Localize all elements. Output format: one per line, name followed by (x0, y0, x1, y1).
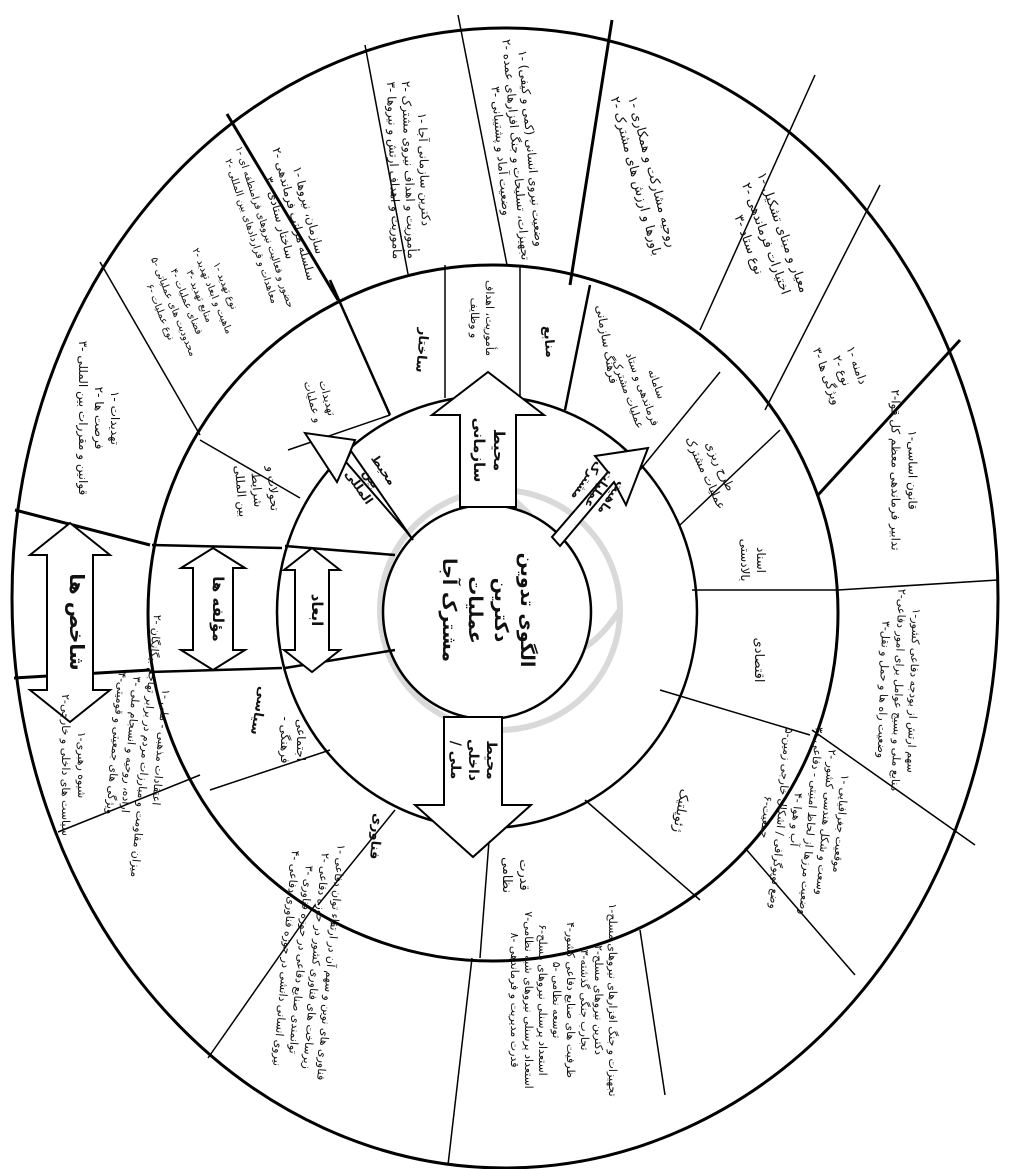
indicator-line: ۴-ظرفیت های صنایع دفاعی کشور (564, 922, 577, 1078)
org-environment-arrow (429, 370, 547, 508)
inner-dividers (149, 265, 838, 959)
svg-text:بین المللی: بین المللی (231, 465, 250, 518)
component-socio-cultural: اجتماعی - فرهنگی (277, 716, 308, 763)
svg-text:سازمانی: سازمانی (470, 418, 488, 483)
legend-arrows (27, 521, 343, 724)
svg-text:داخلی: داخلی (465, 739, 481, 781)
indicator-line: ۸- قدرت مدیریت و فرماندهی (508, 933, 521, 1068)
indicator-line: ۷-استعداد پرسنلی نیروهای شبه نظامی (522, 911, 535, 1088)
indicator-line: ۱-سهم ارتش از بودجه دفاعی کشور (904, 608, 923, 773)
svg-text:بالادستی: بالادستی (738, 539, 752, 582)
core-line-2: دکترین (490, 578, 512, 643)
indicator-line: ۲- مأموریت و اهداف نیروی مشترک (398, 81, 421, 259)
outer-ring (10, 26, 1000, 1169)
core-line-1: الگوی تدوین (516, 553, 539, 668)
component-resources: منابع (540, 325, 558, 358)
svg-text:قدرت: قدرت (516, 859, 531, 891)
indicator-line: ۲- فرصت ها (91, 387, 106, 450)
indicators-technology: ۱- فناوری های نوین و سهم آن در ارتقاء تو… (270, 844, 349, 1081)
component-joint-planning: طرح ریزی عملیات مشترک (682, 434, 738, 512)
indicator-line: ۶-جمعیت (758, 795, 775, 838)
dimensions-arrow (281, 546, 343, 674)
component-intl-conditions: تحولات و شرایط بین المللی (231, 464, 282, 518)
indicator-line: ۲-دکترین نیروهای مسلح (592, 945, 605, 1055)
core-title: الگوی تدوین دکترین عملیات مشترک آجا (438, 553, 539, 668)
intl-environment-arrow (302, 431, 414, 541)
domestic-environment-arrow (412, 716, 534, 859)
indicators-arrow (27, 521, 113, 724)
component-command-system: سامانه فرماندهی و ستاد عملیات مشترک (610, 351, 668, 431)
components-label: مؤلفه ها (209, 576, 227, 641)
indicator-line: ۶-استعداد پرسنلی نیروهای مسلح (536, 924, 549, 1075)
component-technology: فناوری (366, 813, 385, 860)
operations-nature-arrow (550, 446, 650, 548)
indicator-line: ۵- توسعه نظامی (550, 962, 563, 1039)
dimensions-label: ابعاد (308, 594, 326, 627)
component-geopolitics: ژئوپلتیک (669, 788, 691, 834)
core-line-4: مشترک آجا (438, 558, 462, 662)
svg-text:اجتماعی: اجتماعی (294, 719, 308, 761)
svg-text:- فرهنگی: - فرهنگی (277, 716, 292, 763)
component-threats-ops: تهدیدات و عملیات (301, 379, 338, 424)
component-military-power: قدرت نظامی (499, 857, 531, 893)
svg-text:محیط: محیط (483, 740, 499, 779)
svg-text:و وظایف: و وظایف (468, 298, 481, 339)
components-ring (146, 263, 840, 963)
indicators-resources: ۱- وضعیت نیروی انسانی (کمی و کیفی)۲- تجه… (487, 39, 546, 261)
components-arrow (177, 546, 249, 672)
svg-text:محیط: محیط (490, 429, 508, 471)
indicator-line: ۴- آب و هوا (787, 792, 806, 848)
indicator-line: ۱- دکترین سازمانی آجا (414, 112, 434, 226)
svg-text:نظامی: نظامی (499, 857, 514, 893)
core-line-3: عملیات (464, 576, 486, 643)
indicator-line: ۳- قوانین و مقررات بین المللی (75, 341, 90, 496)
svg-text:اسناد: اسناد (754, 547, 768, 573)
indicator-line: ۱-شیوه رهبری (75, 732, 88, 798)
indicator-line: ۱-قانون اساسی (905, 430, 920, 509)
indicator-line: ۲-سیاست های داخلی و خارجی (59, 694, 72, 836)
indicator-line: ۱-تجهیزات و جنگ افزارهای نیروهای مسلح (606, 903, 619, 1096)
indicator-line: ۱- تهدیدات (108, 391, 122, 445)
indicator-line: ۳-وضعیت راه ها و حمل و نقل (875, 621, 893, 759)
svg-text:/ ملی: / ملی (447, 741, 463, 780)
component-political: سیاسی (247, 685, 270, 736)
domestic-environment-label: محیط داخلی / ملی (447, 739, 499, 781)
environment-arrows (302, 370, 650, 859)
component-economic: اقتصادی (751, 638, 766, 683)
component-upstream-docs: اسناد بالادستی (738, 539, 768, 582)
component-structure: ساختار (412, 326, 431, 373)
indicator-line: ۳-تجارب جنگی گذشته (578, 950, 591, 1051)
indicators-military: ۱-تجهیزات و جنگ افزارهای نیروهای مسلح۲-د… (508, 903, 619, 1096)
indicator-line: ۳- مأموریت و اهداف ارتش و نیروها (383, 81, 406, 259)
indicators-label: شاخص ها (65, 573, 89, 670)
component-missions: مأموریت، اهداف و وظایف (468, 280, 498, 356)
indicator-line: ۲-تدابیر فرماندهی معظم کل قوا (888, 389, 903, 550)
svg-text:مأموریت، اهداف: مأموریت، اهداف (483, 280, 498, 356)
org-environment-label: محیط سازمانی (470, 418, 508, 483)
svg-text:شرایط: شرایط (248, 472, 266, 508)
svg-text:تحولات و: تحولات و (263, 464, 282, 511)
